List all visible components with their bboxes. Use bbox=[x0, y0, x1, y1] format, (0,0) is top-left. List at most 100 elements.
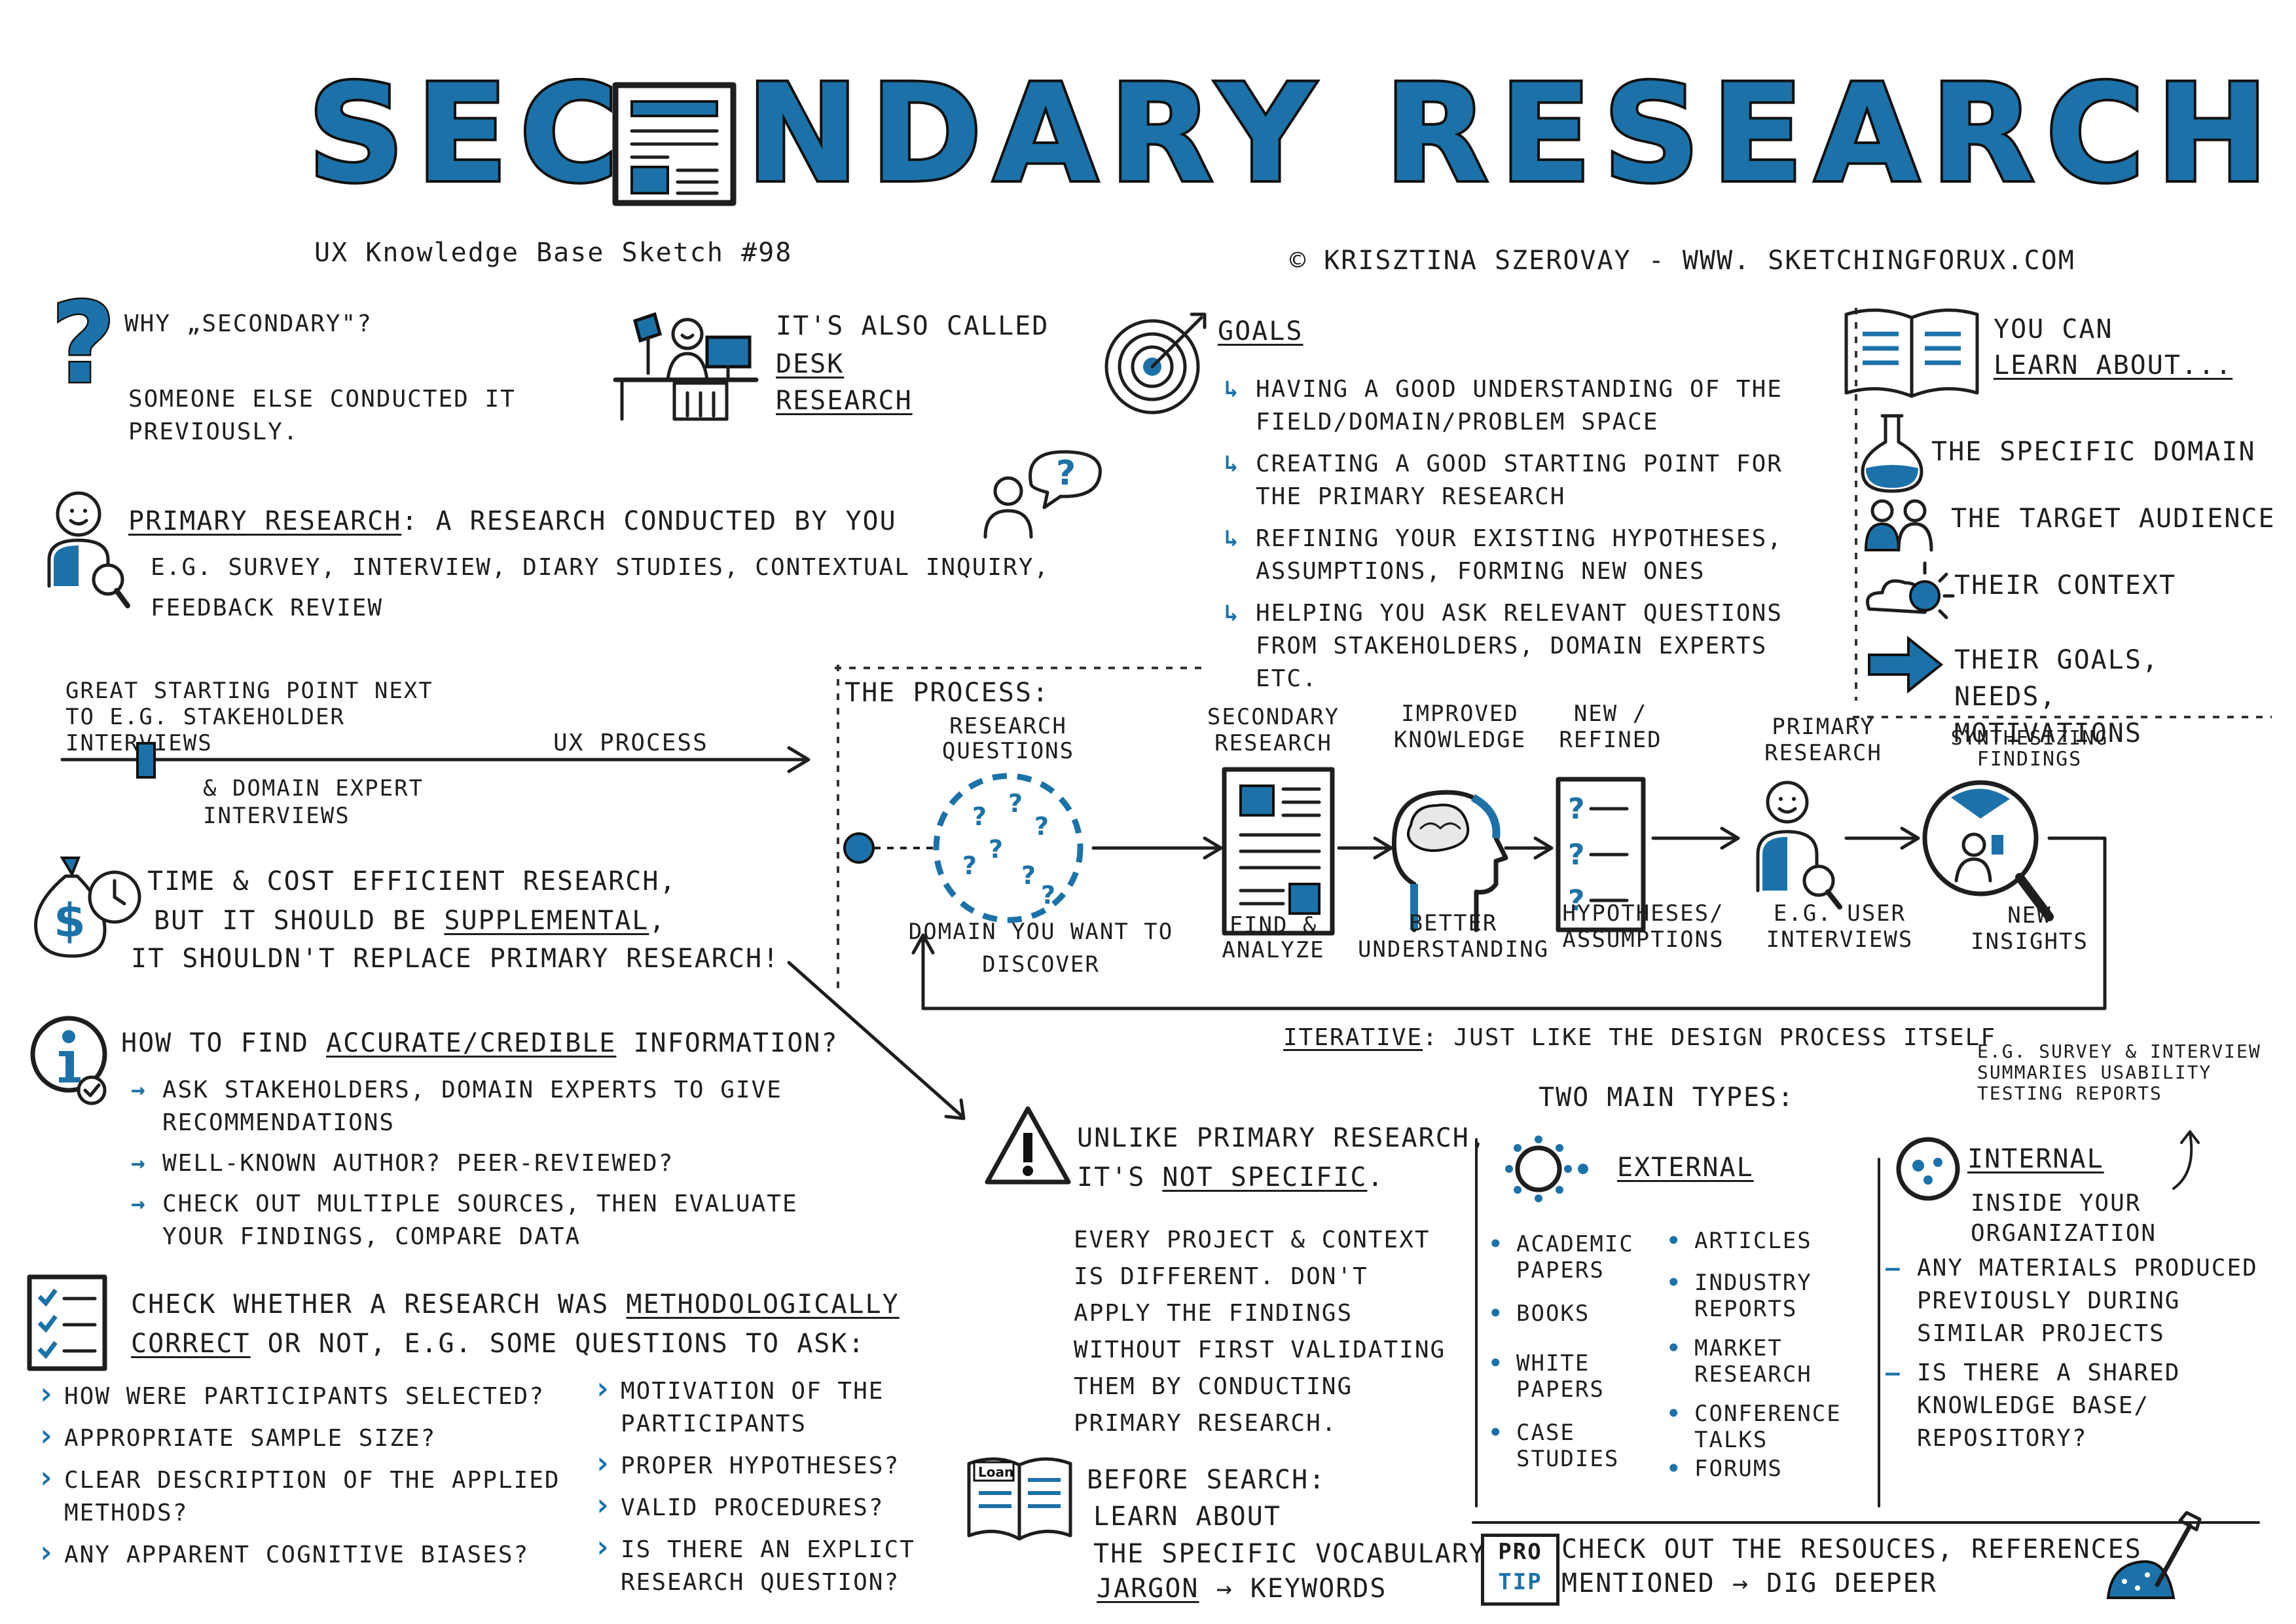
not-specific-pre: IT'S bbox=[1077, 1162, 1163, 1192]
process-diagram: ? ? ? ? ? ? ? ? ? ? bbox=[843, 767, 2107, 1010]
arrow-right-icon bbox=[1868, 635, 1944, 694]
svg-text:?: ? bbox=[989, 835, 1003, 864]
why-title: WHY „SECONDARY"? bbox=[124, 310, 373, 337]
question-mark-icon: ? bbox=[50, 279, 118, 409]
credible-item: ASK STAKEHOLDERS, DOMAIN EXPERTS TO GIVE… bbox=[131, 1074, 838, 1139]
process-step-synth-bottom: NEW INSIGHTS bbox=[1971, 902, 2088, 955]
iterative-text: : JUST LIKE THE DESIGN PROCESS ITSELF bbox=[1423, 1024, 1997, 1051]
goals-list: HAVING A GOOD UNDERSTANDING OF THE FIELD… bbox=[1224, 373, 1813, 695]
external-source: ACADEMIC PAPERS bbox=[1485, 1231, 1675, 1283]
external-source: INDUSTRY REPORTS bbox=[1663, 1270, 1872, 1322]
types-separators bbox=[1475, 1138, 1880, 1507]
warning-icon bbox=[985, 1106, 1071, 1185]
primary-examples: E.G. SURVEY, INTERVIEW, DIARY STUDIES, C… bbox=[151, 554, 1050, 621]
method-list-left: HOW WERE PARTICIPANTS SELECTED? APPROPRI… bbox=[33, 1378, 576, 1572]
credible-title: HOW TO FIND ACCURATE/CREDIBLE INFORMATIO… bbox=[121, 1025, 874, 1061]
method-intro-post: OR NOT, E.G. SOME QUESTIONS TO ASK: bbox=[250, 1329, 866, 1359]
external-source: CONFERENCE TALKS bbox=[1663, 1401, 1872, 1453]
process-step-secondary-bottom: FIND & ANALYZE bbox=[1222, 912, 1325, 963]
learn-title-2: LEARN ABOUT... bbox=[1994, 350, 2233, 380]
not-specific-post: . bbox=[1367, 1162, 1385, 1192]
time-cost-key: SUPPLEMENTAL bbox=[444, 906, 649, 936]
process-step-questions-top: RESEARCH QUESTIONS bbox=[941, 713, 1075, 764]
external-source: MARKET RESEARCH bbox=[1663, 1335, 1872, 1388]
credible-list: ASK STAKEHOLDERS, DOMAIN EXPERTS TO GIVE… bbox=[131, 1074, 838, 1253]
keywords-text: KEYWORDS bbox=[1250, 1574, 1387, 1604]
external-label: EXTERNAL bbox=[1617, 1153, 1754, 1183]
learn-item-audience: THE TARGET AUDIENCE bbox=[1951, 504, 2276, 534]
learn-item-context: THEIR CONTEXT bbox=[1954, 570, 2177, 600]
process-step-hypotheses-bottom: HYPOTHESES/ ASSUMPTIONS bbox=[1562, 900, 1724, 953]
svg-text:?: ? bbox=[1056, 454, 1076, 493]
subtitle: UX Knowledge Base Sketch #98 bbox=[314, 238, 793, 268]
time-cost-line2-pre: BUT IT SHOULD BE bbox=[154, 906, 445, 936]
protip-badge-line2: TIP bbox=[1498, 1569, 1542, 1595]
svg-text:$: $ bbox=[54, 894, 86, 948]
researcher-icon bbox=[47, 491, 130, 608]
separator-horizontal-right bbox=[1853, 716, 2272, 718]
flask-icon bbox=[1861, 414, 1923, 493]
before-line1: BEFORE SEARCH: bbox=[1087, 1465, 1326, 1495]
method-key: METHODOLOGICALLY CORRECT bbox=[131, 1289, 900, 1359]
types-title: TWO MAIN TYPES: bbox=[1539, 1082, 1795, 1113]
desk-line3: RESEARCH bbox=[776, 386, 913, 416]
desk-line2: DESK bbox=[776, 349, 845, 379]
not-specific-body: EVERY PROJECT & CONTEXT IS DIFFERENT. DO… bbox=[1074, 1227, 1446, 1437]
method-intro: CHECK WHETHER A RESEARCH WAS METHODOLOGI… bbox=[131, 1285, 943, 1363]
svg-text:?: ? bbox=[1568, 884, 1585, 917]
goals-item: REFINING YOUR EXISTING HYPOTHESES, ASSUM… bbox=[1224, 523, 1813, 588]
weather-icon bbox=[1866, 561, 1955, 619]
timeline-note-bottom: & DOMAIN EXPERT INTERVIEWS bbox=[203, 775, 424, 829]
timeline-axis bbox=[60, 742, 811, 779]
desk-icon bbox=[613, 312, 759, 421]
method-question: IS THERE AN EXPLICT RESEARCH QUESTION? bbox=[589, 1531, 943, 1599]
before-line3: THE SPECIFIC VOCABULARY, bbox=[1093, 1539, 1503, 1569]
checklist-icon bbox=[27, 1274, 107, 1371]
dictionary-icon: Loan bbox=[967, 1457, 1072, 1541]
method-question: APPROPRIATE SAMPLE SIZE? bbox=[33, 1420, 576, 1455]
learn-title-1: YOU CAN bbox=[1994, 314, 2113, 344]
external-list-col2: ARTICLES INDUSTRY REPORTS MARKET RESEARC… bbox=[1663, 1228, 1872, 1482]
external-source: WHITE PAPERS bbox=[1485, 1350, 1675, 1403]
process-title: THE PROCESS: bbox=[845, 678, 1049, 708]
internal-subtitle: INSIDE YOUR ORGANIZATION bbox=[1971, 1190, 2157, 1247]
protip-badge-line1: PRO bbox=[1498, 1539, 1542, 1565]
credible-title-post: INFORMATION? bbox=[616, 1028, 839, 1058]
goals-item: HELPING YOU ASK RELEVANT QUESTIONS FROM … bbox=[1224, 597, 1813, 695]
time-cost-line1: TIME & COST EFFICIENT RESEARCH, bbox=[147, 866, 677, 896]
shovel-icon bbox=[2106, 1511, 2202, 1599]
process-step-hypotheses-top: NEW / REFINED bbox=[1559, 701, 1662, 753]
internal-item: IS THERE A SHARED KNOWLEDGE BASE/ REPOSI… bbox=[1886, 1357, 2265, 1455]
credible-item: WELL-KNOWN AUTHOR? PEER-REVIEWED? bbox=[131, 1147, 838, 1180]
before-line4: JARGON → KEYWORDS bbox=[1097, 1570, 1387, 1607]
process-step-primary-top: PRIMARY RESEARCH bbox=[1764, 714, 1882, 766]
svg-text:?: ? bbox=[1034, 812, 1049, 841]
process-step-knowledge-top: IMPROVED KNOWLEDGE bbox=[1393, 701, 1527, 753]
external-source: FORUMS bbox=[1663, 1456, 1872, 1482]
external-source: CASE STUDIES bbox=[1485, 1420, 1675, 1472]
target-icon bbox=[1104, 312, 1207, 415]
method-intro-pre: CHECK WHETHER A RESEARCH WAS bbox=[131, 1289, 627, 1320]
method-question: VALID PROCEDURES? bbox=[589, 1489, 943, 1524]
time-cost-line2-post: , bbox=[649, 906, 666, 936]
credible-title-pre: HOW TO FIND bbox=[121, 1028, 326, 1058]
credit: © KRISZTINA SZEROVAY - WWW. SKETCHINGFOR… bbox=[1290, 246, 2075, 276]
process-step-synth-top: SYNTHESIZING FINDINGS bbox=[1950, 727, 2109, 771]
time-cost-line2: BUT IT SHOULD BE SUPPLEMENTAL, bbox=[154, 902, 666, 939]
internal-note: E.G. SURVEY & INTERVIEW SUMMARIES USABIL… bbox=[1977, 1041, 2261, 1104]
process-step-secondary-top: SECONDARY RESEARCH bbox=[1207, 704, 1340, 756]
money-clock-icon: $ bbox=[34, 857, 141, 958]
title-left: SEC bbox=[305, 56, 630, 212]
method-question: HOW WERE PARTICIPANTS SELECTED? bbox=[33, 1378, 576, 1413]
not-specific-line2: IT'S NOT SPECIFIC. bbox=[1077, 1159, 1385, 1196]
learn-item-goals: THEIR GOALS, NEEDS, MOTIVATIONS bbox=[1954, 645, 2159, 748]
question-bubble-icon: ? bbox=[983, 450, 1102, 539]
audience-icon bbox=[1864, 499, 1933, 552]
not-specific-line1: UNLIKE PRIMARY RESEARCH, bbox=[1077, 1123, 1487, 1153]
process-step-primary-bottom: E.G. USER INTERVIEWS bbox=[1766, 900, 1914, 953]
protip-line1: CHECK OUT THE RESOUCES, REFERENCES bbox=[1561, 1534, 2142, 1564]
goals-item: HAVING A GOOD UNDERSTANDING OF THE FIELD… bbox=[1224, 373, 1813, 439]
curved-arrow bbox=[2172, 1130, 2200, 1190]
info-icon bbox=[30, 1016, 107, 1105]
primary-definition-text: : A RESEARCH CONDUCTED BY YOU bbox=[401, 506, 897, 536]
